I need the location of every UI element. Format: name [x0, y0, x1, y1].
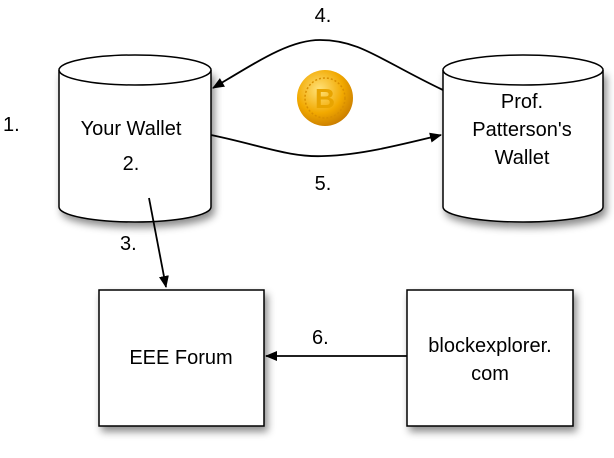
arrow-step-3: [148, 197, 169, 288]
patterson-wallet-node: Prof. Patterson's Wallet: [442, 54, 604, 223]
your-wallet-node: Your Wallet 2.: [58, 54, 212, 223]
arrow-step-4: [212, 39, 444, 91]
eee-forum-node: EEE Forum: [98, 289, 265, 427]
step-2-label: 2.: [123, 153, 140, 175]
step-4-label: 4.: [315, 5, 332, 27]
blockexplorer-label-line2: com: [471, 363, 509, 385]
eee-forum-label: EEE Forum: [129, 347, 232, 369]
step-3-label: 3.: [120, 233, 137, 255]
step-6-label: 6.: [312, 327, 329, 349]
step-5-label: 5.: [315, 173, 332, 195]
bitcoin-coin-icon: B: [297, 70, 353, 126]
blockexplorer-node: blockexplorer. com: [406, 289, 574, 427]
patterson-label-line3: Wallet: [495, 147, 550, 169]
bitcoin-symbol: B: [315, 83, 335, 114]
patterson-label-line1: Prof.: [501, 91, 543, 113]
arrow-step-5: [210, 132, 442, 158]
your-wallet-label: Your Wallet: [81, 118, 182, 140]
blockexplorer-label-line1: blockexplorer.: [428, 335, 551, 357]
patterson-label-line2: Patterson's: [472, 119, 571, 141]
step-1-label: 1.: [3, 114, 20, 136]
